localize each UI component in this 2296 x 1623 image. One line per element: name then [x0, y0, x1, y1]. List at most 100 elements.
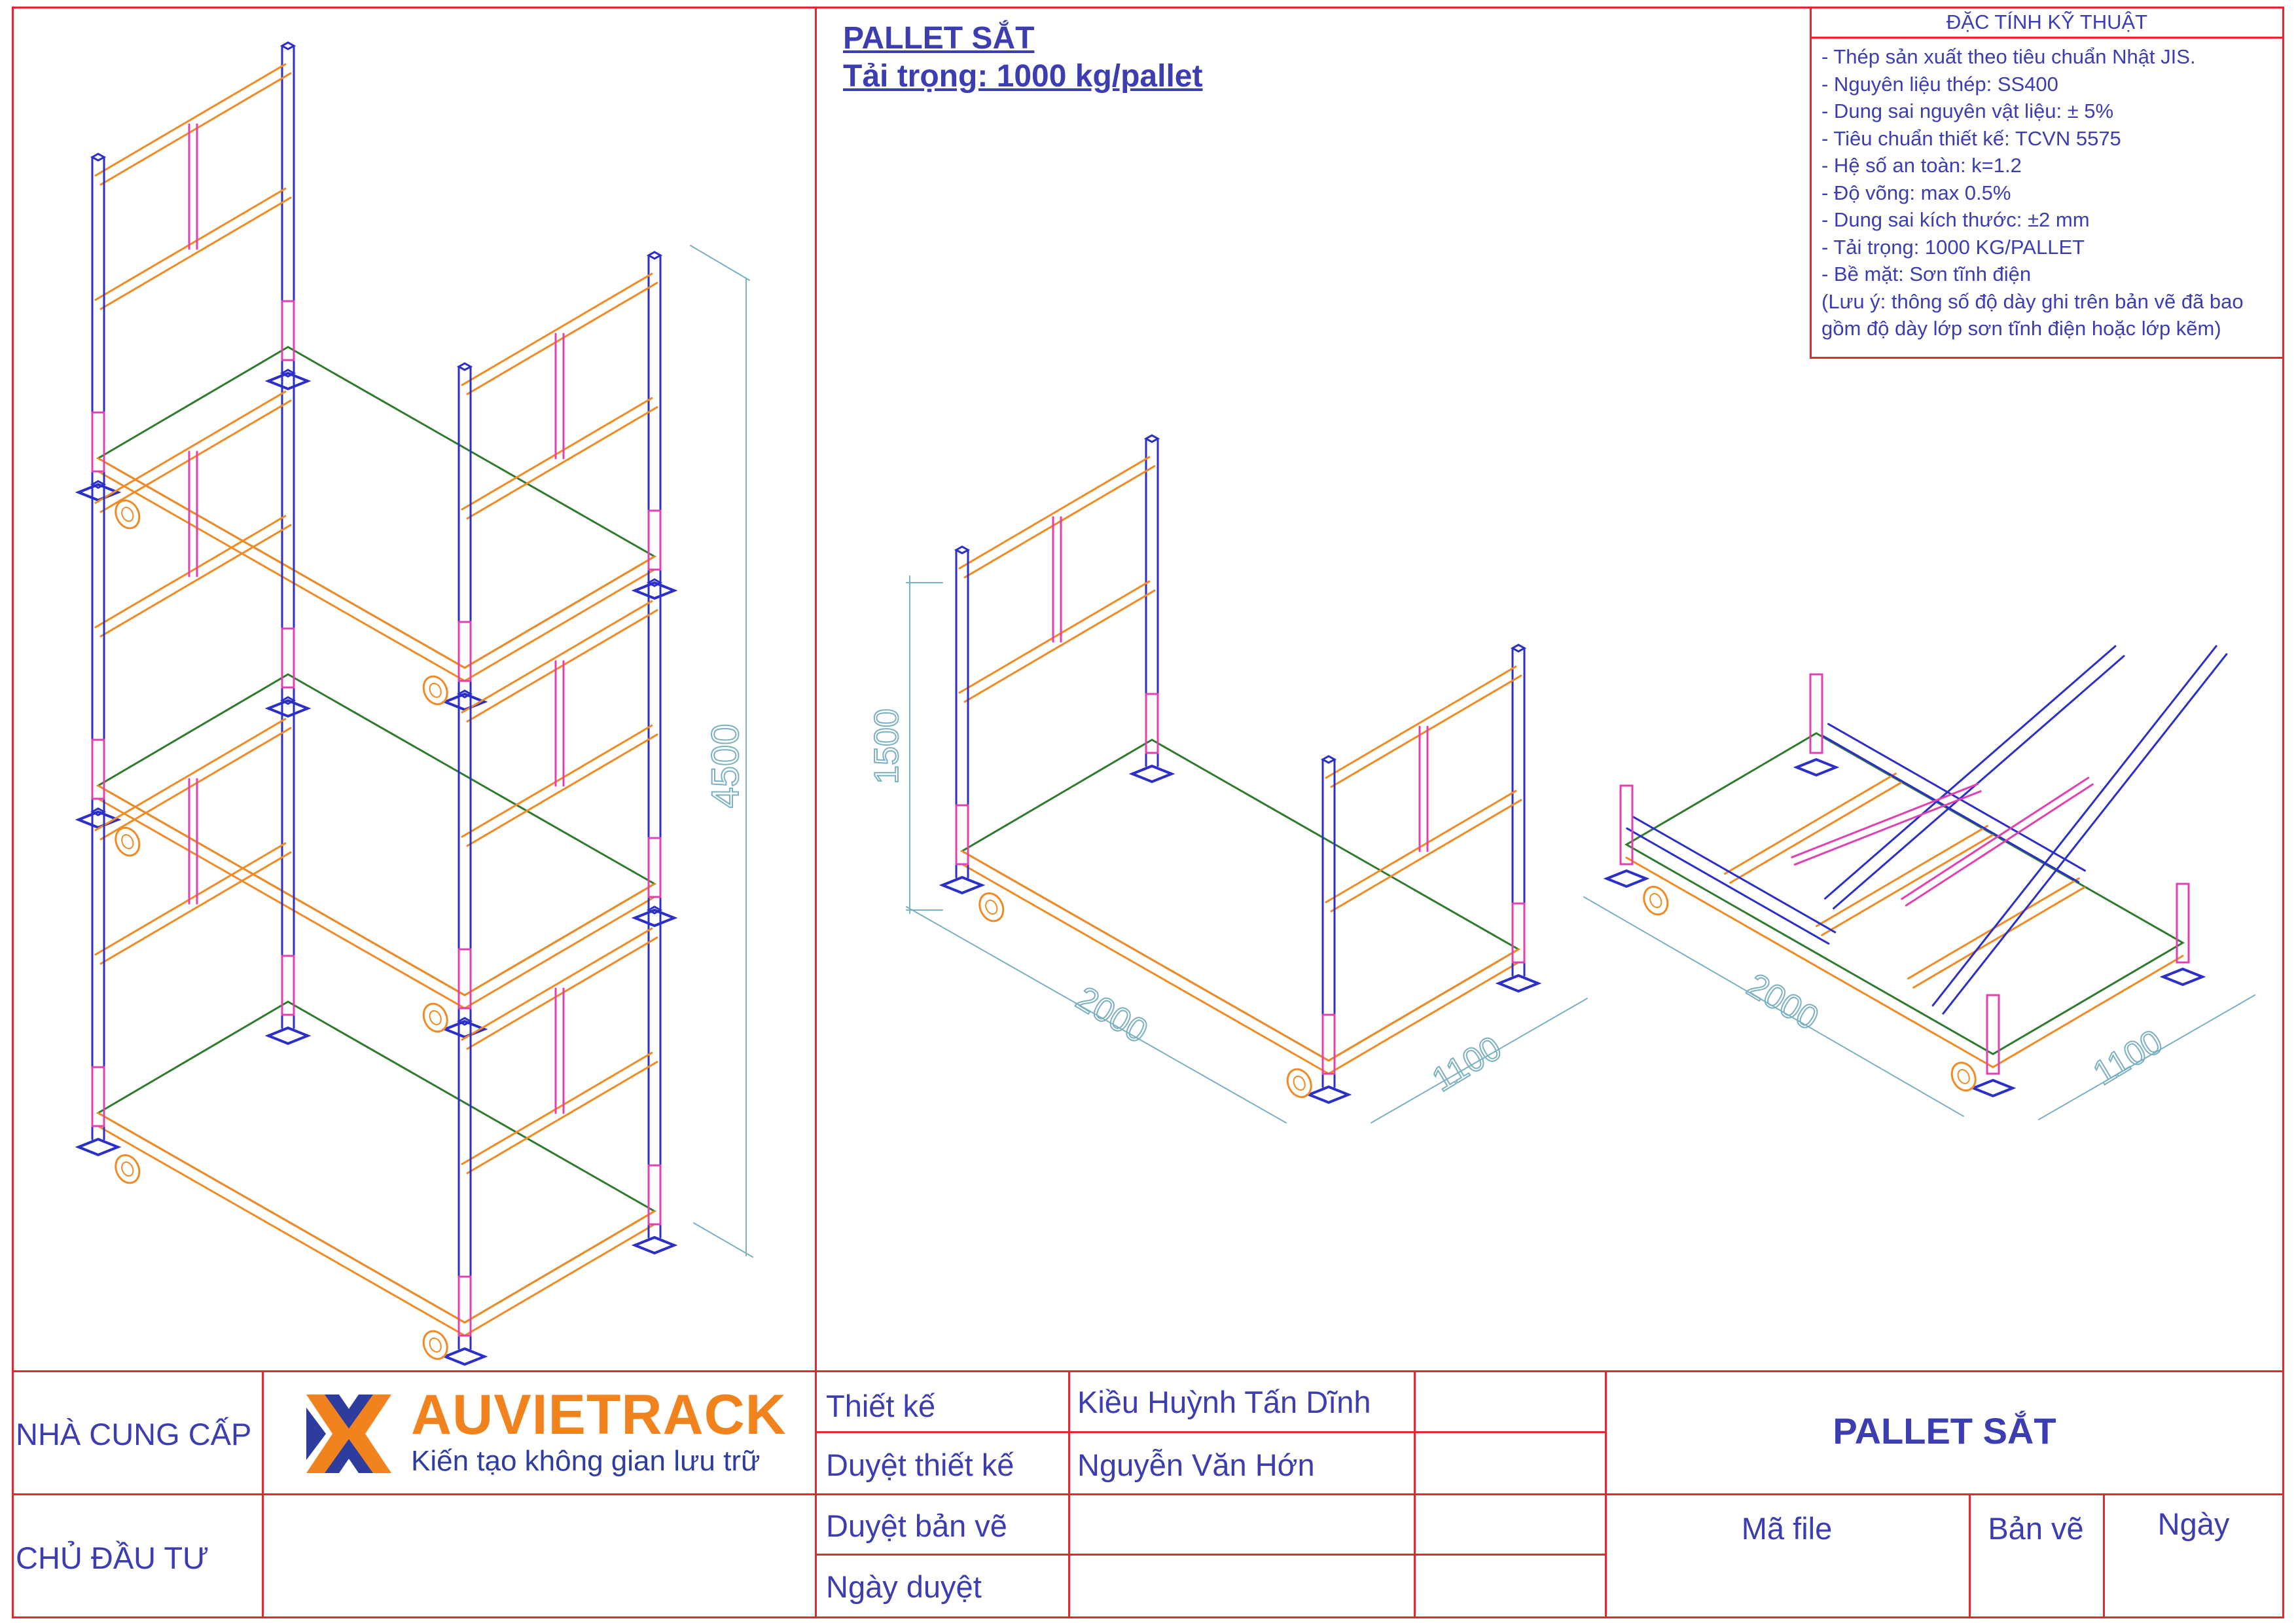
folded-post-flat-1 — [1632, 816, 1837, 934]
tb-col-2 — [815, 1370, 817, 1618]
stack-level-1-wheel-right-hub — [429, 1337, 442, 1353]
single-rail-right-0 — [1330, 799, 1522, 913]
stack-level-1-post-front-right-base-plate — [441, 1347, 488, 1366]
single-wheel-left — [978, 892, 1005, 922]
stack-level-3-post-front-right-cap — [456, 362, 473, 371]
stack-level-1-post-front-right-socket — [457, 1275, 472, 1337]
folded-wheel-right-hub — [1957, 1068, 1970, 1084]
stack-level-3-post-back-left-socket — [281, 300, 295, 361]
stack-level-1-post-back-left-base-plate — [264, 1026, 312, 1046]
drawing-title: PALLET SẮT Tải trọng: 1000 kg/pallet — [843, 20, 1202, 96]
spec-line: - Tải trọng: 1000 KG/PALLET — [1821, 235, 2085, 259]
stack-level-2-end-beam-lower — [463, 896, 656, 1010]
stack-level-1-wheel-right — [422, 1330, 448, 1360]
drawing-review-label: Duyệt bản vẽ — [826, 1508, 1007, 1543]
view-divider — [815, 7, 817, 1372]
single-post-front-right-socket — [1321, 1013, 1336, 1075]
dimension-label: 1500 — [868, 708, 906, 784]
stack-level-2-rail-right-0 — [466, 733, 658, 847]
stack-level-3-wheel-right — [422, 675, 448, 706]
stack-level-1-wheel-left — [115, 1154, 141, 1184]
stack-level-3-post-front-left-cap — [90, 153, 107, 162]
tb-row-3 — [815, 1554, 1605, 1556]
dim-stack-height-ext-bottom — [693, 1222, 753, 1258]
supplier-label: NHÀ CUNG CẤP — [16, 1417, 252, 1451]
single-wheel-right-hub — [1293, 1075, 1306, 1091]
folded-post-flat-2 — [1827, 723, 2086, 872]
folded-corner-socket-1 — [1986, 994, 2000, 1075]
spec-list: - Thép sản xuất theo tiêu chuẩn Nhật JIS… — [1821, 43, 2244, 342]
design-label: Thiết kế — [826, 1389, 936, 1423]
title-load: Tải trọng: 1000 kg/pallet — [843, 59, 1203, 94]
dimension-label: 2000 — [1740, 966, 1825, 1038]
approval-date-label: Ngày duyệt — [826, 1569, 982, 1604]
stack-level-2-post-back-right-socket — [647, 837, 662, 898]
dim-width-a-line — [1371, 998, 1588, 1123]
dim-stack-height-ext-top — [690, 245, 750, 281]
stack-level-2-post-back-left-socket — [281, 627, 295, 689]
single-wheel-left-hub — [985, 900, 998, 915]
spec-line: - Nguyên liệu thép: SS400 — [1821, 72, 2058, 96]
stack-level-3-rail-left-1 — [99, 72, 292, 186]
folded-corner-socket-2 — [1809, 673, 1823, 754]
single-rail-right-1 — [1325, 665, 1517, 779]
folded-base-plate-1 — [1969, 1078, 2017, 1098]
stack-level-1-post-back-right-socket — [647, 1164, 662, 1226]
sheet-label: Bản vẽ — [1988, 1511, 2084, 1546]
single-side-beam-front — [961, 850, 1330, 1062]
stack-level-3-post-front-left-socket — [91, 411, 105, 473]
dimension-label: 1100 — [1426, 1029, 1508, 1099]
stack-level-1-side-beam-front-lower — [97, 1125, 466, 1337]
spec-box-divider — [1810, 37, 2284, 39]
title-pallet: PALLET SẮT — [843, 21, 1035, 56]
stack-level-1-rail-right-0 — [466, 1061, 658, 1175]
single-post-back-left-cap — [1143, 434, 1160, 443]
product-name: PALLET SẮT — [1833, 1410, 2056, 1451]
folded-end-beam — [1992, 955, 2184, 1068]
stack-level-3-rail-right-0 — [461, 397, 653, 511]
folded-wheel-right — [1950, 1061, 1977, 1092]
stack-level-3-post-front-right-socket — [457, 621, 472, 682]
stack-level-2-post-back-left-cap — [279, 369, 296, 378]
folded-pallet-view — [1603, 645, 2228, 1098]
folded-post-raised-1 — [1833, 655, 2125, 910]
single-rail-left-1 — [958, 456, 1151, 570]
brand-text: AUVIETRACK — [411, 1383, 787, 1446]
stack-level-1-post-front-left-socket — [91, 1066, 105, 1127]
dim-length-b-line — [1583, 896, 1964, 1117]
spec-line: - Bề mặt: Sơn tĩnh điện — [1821, 263, 2032, 285]
investor-label: CHỦ ĐẦU TƯ — [16, 1541, 209, 1575]
stack-level-2-rail-left-0 — [99, 524, 292, 638]
stack-level-3-end-beam — [463, 555, 656, 669]
stack-level-2-rail-left-1 — [94, 390, 287, 504]
dimension-label: 1100 — [2087, 1023, 2169, 1093]
folded-rail-0 — [1729, 781, 1903, 884]
stack-level-2-wheel-right-hub — [429, 1010, 442, 1025]
single-post-front-left-socket — [955, 804, 969, 866]
stack-level-1-post-front-left-base-plate — [75, 1137, 122, 1157]
folded-corner-socket-0 — [1619, 784, 1634, 866]
stack-level-1-post-front-right-cap — [456, 1017, 473, 1026]
single-end-beam-lower — [1327, 961, 1520, 1075]
single-rail-left-0 — [963, 589, 1156, 703]
single-post-front-right-base-plate — [1305, 1085, 1352, 1104]
single-end-beam — [1327, 948, 1520, 1062]
tb-col-6 — [1969, 1493, 1971, 1618]
folded-rail-1 — [1815, 825, 1988, 928]
stack-level-2-post-front-right-socket — [457, 948, 472, 1010]
spec-heading: ĐẶC TÍNH KỸ THUẬT — [1946, 10, 2148, 33]
stack-level-1-rail-left-0 — [94, 842, 287, 956]
stack-level-1-post-back-left-cap — [279, 696, 296, 705]
stack-level-1-rail-right-1 — [461, 927, 653, 1041]
folded-wheel-left — [1643, 885, 1669, 916]
stack-level-3-rail-left-0 — [94, 187, 287, 301]
folded-rail-2 — [1912, 886, 2086, 989]
stack-level-2-wheel-left-hub — [121, 834, 134, 850]
stack-level-2-rail-right-1 — [466, 609, 658, 723]
folded-base-plate-2 — [1793, 757, 1840, 777]
dim-length-a-line — [906, 906, 1287, 1123]
stack-level-2-post-back-right-cap — [646, 578, 663, 587]
single-pallet-view — [939, 434, 1542, 1104]
